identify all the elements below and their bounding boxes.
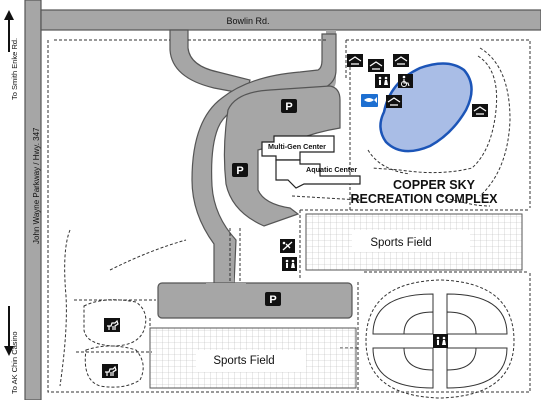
picnic-shelter-icon <box>368 59 384 72</box>
bowlin-road <box>40 9 541 31</box>
aquatic-center-building <box>275 159 361 189</box>
john-wayne-parkway-label: John Wayne Parkway / Hwy. 347 <box>32 127 41 244</box>
svg-text:P: P <box>285 101 292 113</box>
roads <box>24 0 541 400</box>
fishing-icon <box>361 94 378 107</box>
south-parking-lot <box>157 282 353 319</box>
picnic-shelter-icon <box>393 54 409 67</box>
dog-park-icon <box>102 364 118 378</box>
ballfield-nw <box>372 293 434 335</box>
north-arrow-icon <box>4 10 14 52</box>
north-parking-lot <box>223 85 341 227</box>
multi-gen-center-label: Multi-Gen Center <box>268 142 326 151</box>
buildings <box>261 135 361 189</box>
ballfield-se <box>446 347 508 389</box>
bowlin-road-label: Bowlin Rd. <box>226 16 269 26</box>
picnic-shelter-icon <box>472 104 488 117</box>
svg-text:P: P <box>236 165 243 177</box>
aquatic-center-label: Aquatic Center <box>306 165 357 174</box>
to-ak-chin-label: To AK Chin Casino <box>10 331 19 394</box>
wheelchair-icon <box>398 74 413 88</box>
restroom-icon <box>433 334 448 348</box>
ballfield-ne <box>446 293 508 335</box>
multi-gen-center-building <box>261 135 335 161</box>
playground-icon <box>280 239 295 253</box>
dog-park-areas <box>83 299 147 388</box>
restroom-icon <box>375 74 390 88</box>
sports-field-south-label: Sports Field <box>213 355 274 367</box>
sports-field-east-label: Sports Field <box>370 237 431 249</box>
picnic-shelter-icon <box>386 95 402 108</box>
dog-park-north <box>83 299 147 347</box>
dog-park-icon <box>104 318 120 332</box>
south-arrow-icon <box>4 306 14 356</box>
complex-title-line2: RECREATION COMPLEX <box>351 192 499 206</box>
dog-park-south <box>84 345 144 388</box>
complex-title-line1: COPPER SKY <box>393 178 476 192</box>
picnic-shelter-icon <box>347 54 363 67</box>
parking-sign-north-1: P <box>281 99 297 113</box>
to-smith-enke-label: To Smith Enke Rd. <box>10 38 19 100</box>
parking-sign-north-2: P <box>232 163 248 177</box>
ballfield-sw <box>372 347 434 389</box>
ballfield-complex <box>365 279 515 399</box>
john-wayne-parkway <box>24 0 42 400</box>
restroom-icon <box>282 257 297 271</box>
svg-text:P: P <box>269 294 276 306</box>
parking-sign-south: P <box>265 292 281 306</box>
